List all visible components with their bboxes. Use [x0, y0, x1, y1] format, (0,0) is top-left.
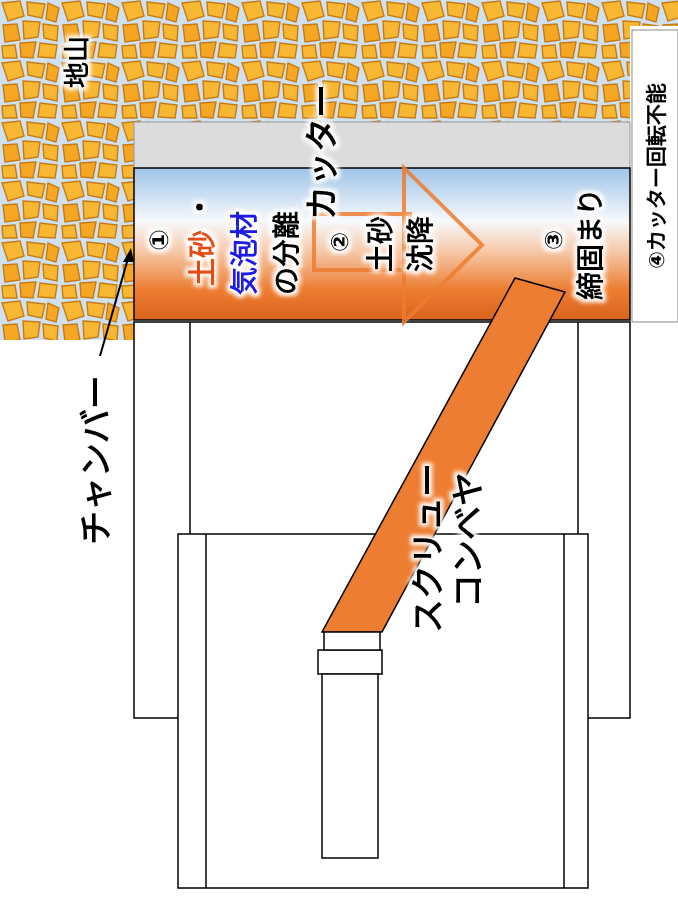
chamber-pointer-line — [99, 254, 130, 357]
ground-corner-area — [630, 0, 678, 26]
step1-soil-text: 土砂 — [186, 230, 219, 286]
step1-dot: ・ — [184, 193, 217, 221]
cutter-stop-label: ④カッター回転不能 — [645, 83, 669, 269]
cutter-label: カッター — [303, 84, 343, 220]
step3-number: ③ — [540, 230, 568, 250]
ground-top-area — [134, 0, 630, 122]
step2-line1: 土砂 — [364, 216, 397, 272]
conveyor-label-line2: コンベヤ — [449, 472, 489, 608]
cutter-band — [133, 121, 631, 169]
step3-text: 締固まり — [574, 188, 607, 300]
ground-label: 地山 — [63, 36, 93, 88]
conveyor-discharge — [321, 673, 379, 859]
step1-foam-text: 気泡材 — [228, 211, 261, 295]
step1-separation-text: の分離 — [270, 211, 303, 295]
chamber-pointer-head — [123, 248, 134, 262]
cutter-stop-box — [631, 29, 678, 323]
chamber-label: チャンバー — [77, 375, 117, 545]
step2-number: ② — [326, 232, 354, 252]
conveyor-flange — [317, 649, 383, 675]
settling-arrow — [312, 163, 485, 327]
ground-left-area — [0, 0, 134, 340]
machine-rear — [177, 533, 589, 889]
step1-number: ① — [145, 229, 175, 251]
conveyor-label-line1: スクリュー — [409, 463, 449, 633]
step2-line2: 沈降 — [404, 215, 437, 272]
